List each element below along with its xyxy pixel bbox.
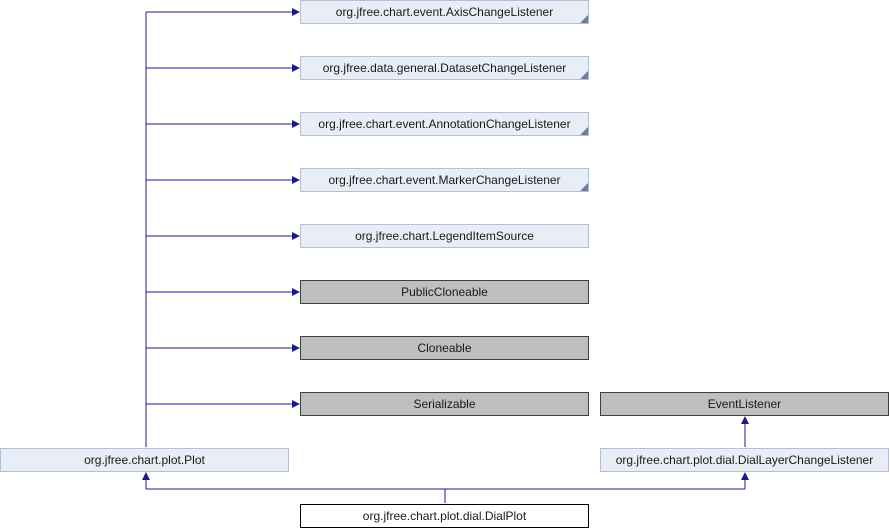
node-label: Cloneable [417, 341, 472, 355]
external-reference-icon [580, 15, 588, 23]
node-annotation-change-listener[interactable]: org.jfree.chart.event.AnnotationChangeLi… [300, 112, 589, 136]
node-label: EventListener [707, 397, 782, 411]
node-dataset-change-listener[interactable]: org.jfree.data.general.DatasetChangeList… [300, 56, 589, 80]
node-marker-change-listener[interactable]: org.jfree.chart.event.MarkerChangeListen… [300, 168, 589, 192]
node-cloneable: Cloneable [300, 336, 589, 360]
external-reference-icon [580, 127, 588, 135]
node-label: org.jfree.chart.plot.dial.DialPlot [362, 509, 527, 523]
node-label: Serializable [413, 397, 476, 411]
node-dial-plot: org.jfree.chart.plot.dial.DialPlot [300, 504, 589, 528]
node-legend-item-source[interactable]: org.jfree.chart.LegendItemSource [300, 224, 589, 248]
node-event-listener: EventListener [600, 392, 889, 416]
dial-plot-trunk-edge [146, 488, 446, 503]
node-plot[interactable]: org.jfree.chart.plot.Plot [0, 448, 289, 472]
node-label: org.jfree.chart.event.MarkerChangeListen… [328, 173, 561, 187]
node-label: org.jfree.chart.LegendItemSource [355, 229, 534, 243]
node-label: org.jfree.data.general.DatasetChangeList… [322, 61, 567, 75]
external-reference-icon [580, 71, 588, 79]
node-label: org.jfree.chart.event.AxisChangeListener [335, 5, 554, 19]
node-label: org.jfree.chart.plot.Plot [84, 453, 205, 467]
node-label: org.jfree.chart.plot.dial.DialLayerChang… [615, 453, 874, 467]
node-label: org.jfree.chart.event.AnnotationChangeLi… [318, 117, 571, 131]
node-serializable: Serializable [300, 392, 589, 416]
node-public-cloneable: PublicCloneable [300, 280, 589, 304]
external-reference-icon [580, 183, 588, 191]
node-label: PublicCloneable [401, 285, 488, 299]
node-dial-layer-change-listener[interactable]: org.jfree.chart.plot.dial.DialLayerChang… [600, 448, 889, 472]
node-axis-change-listener[interactable]: org.jfree.chart.event.AxisChangeListener [300, 0, 589, 24]
